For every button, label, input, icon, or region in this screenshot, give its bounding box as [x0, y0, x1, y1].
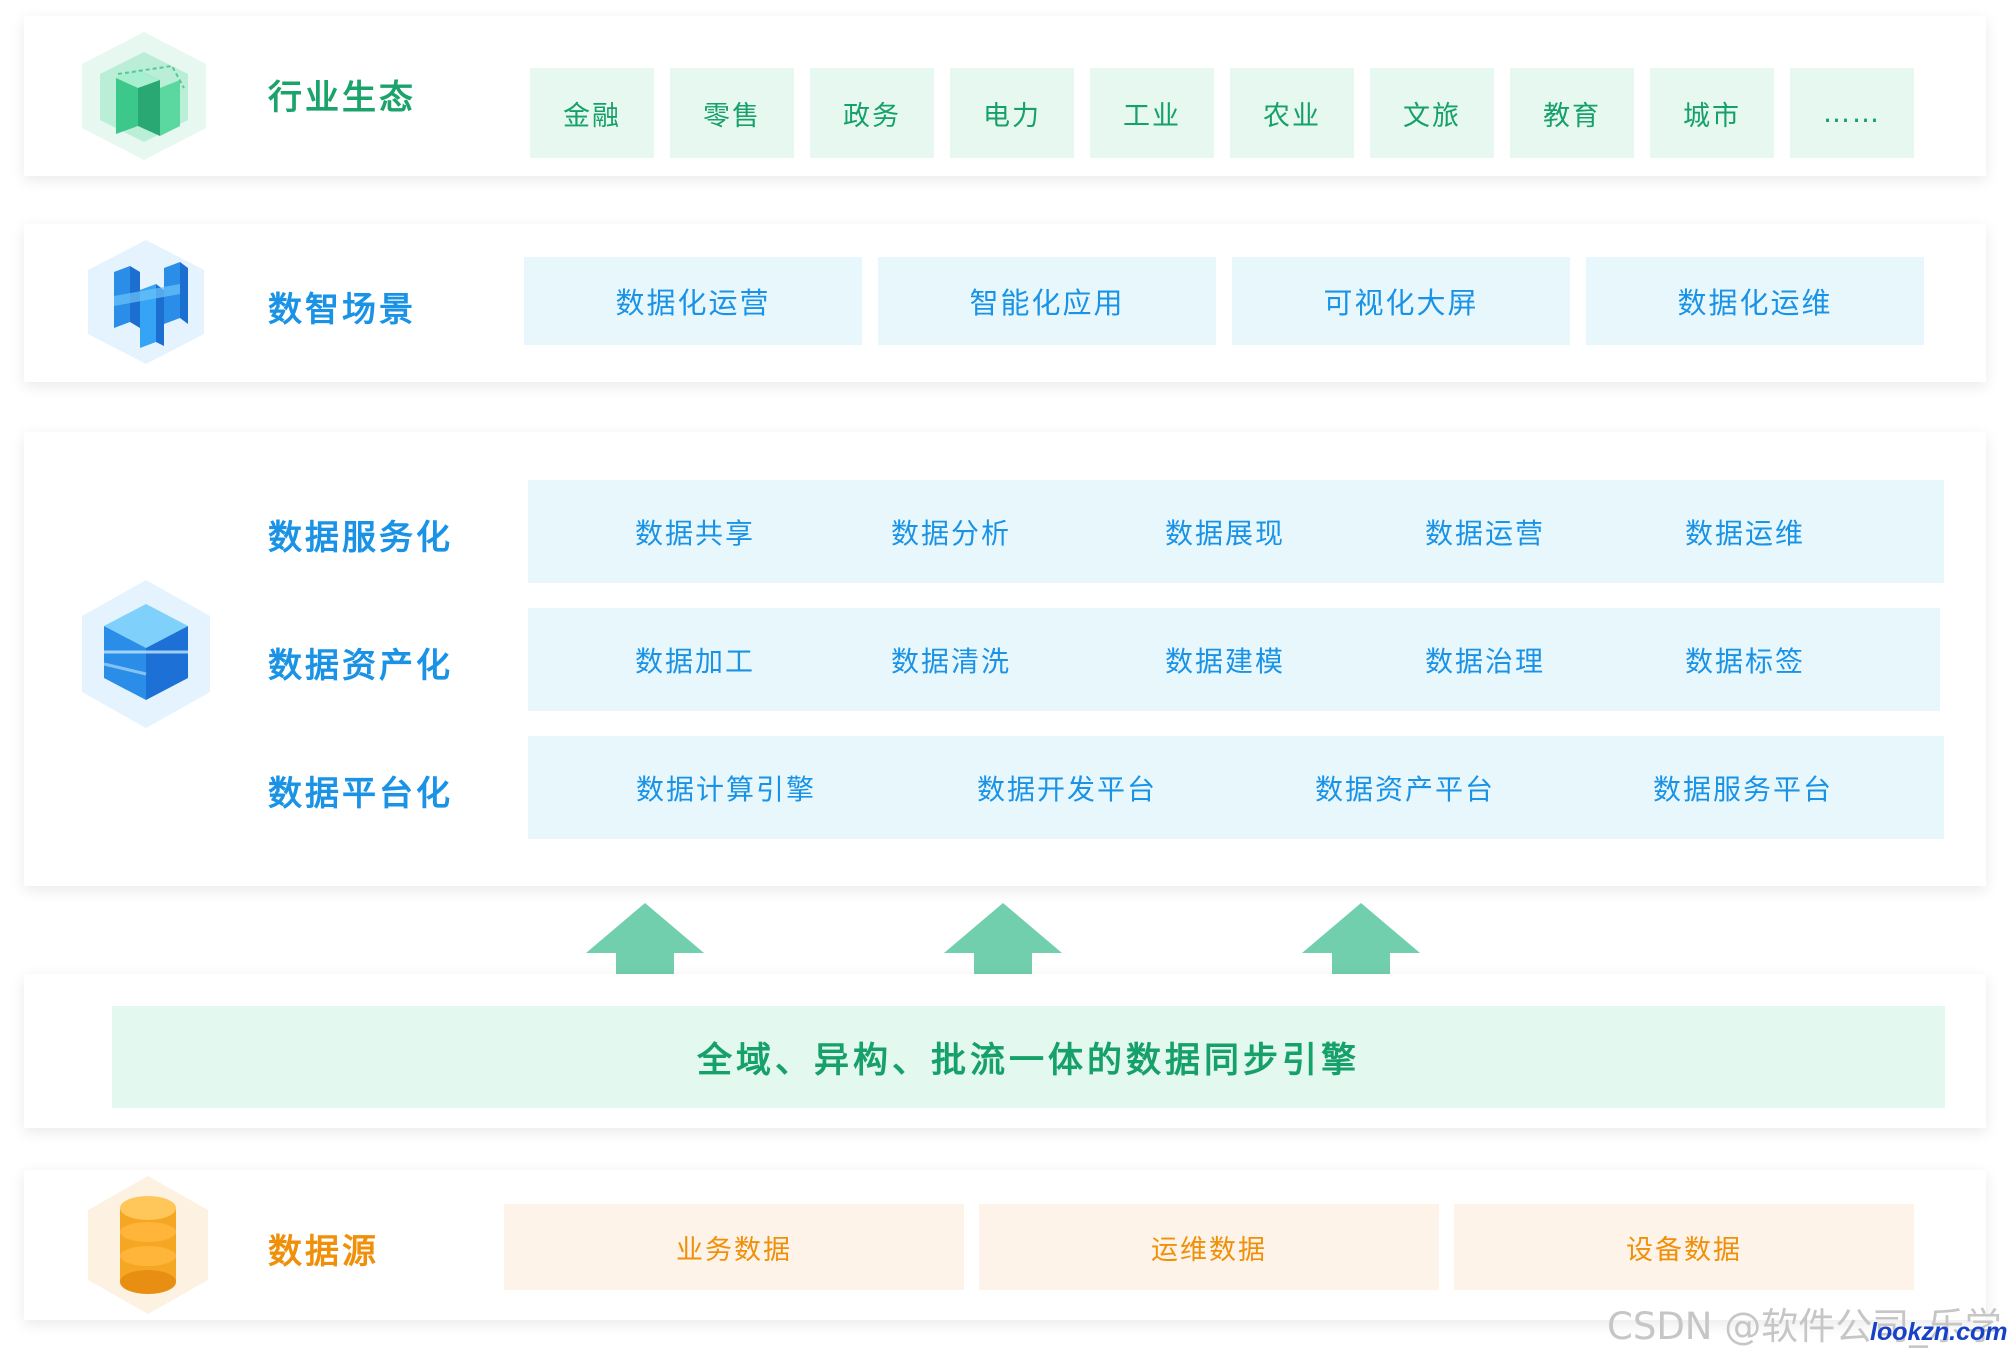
- platform-item: 数据计算引擎: [635, 772, 817, 806]
- csdn-watermark: CSDN @软件公司_乐学: [1607, 1305, 2002, 1348]
- service-item: 数据运营: [1424, 516, 1546, 550]
- up-arrow: [586, 903, 704, 1003]
- service-item: 数据展现: [1164, 516, 1286, 550]
- industry-item: 教育: [1510, 68, 1634, 158]
- industry-item: 农业: [1230, 68, 1354, 158]
- source-item: 业务数据: [504, 1204, 964, 1290]
- asset-item: 数据建模: [1164, 644, 1286, 678]
- site-logo: lookzn.com: [1870, 1318, 2008, 1346]
- service-title: 数据服务化: [268, 518, 453, 558]
- service-item: 数据运维: [1684, 516, 1806, 550]
- industry-item: 电力: [950, 68, 1074, 158]
- asset-band: 数据加工 数据清洗 数据建模 数据治理 数据标签: [528, 608, 1940, 711]
- industry-item: 城市: [1650, 68, 1774, 158]
- platform-title: 数据平台化: [268, 774, 453, 814]
- industry-item: 政务: [810, 68, 934, 158]
- asset-title: 数据资产化: [268, 646, 453, 686]
- scene-item: 可视化大屏: [1232, 257, 1570, 345]
- platform-band: 数据计算引擎 数据开发平台 数据资产平台 数据服务平台: [528, 736, 1944, 839]
- industry-item: 金融: [530, 68, 654, 158]
- scenes-card: 数智场景 数据化运营 智能化应用 可视化大屏 数据化运维: [24, 224, 1986, 382]
- industry-cube-icon: [82, 32, 206, 160]
- sources-title: 数据源: [268, 1232, 379, 1272]
- platform-item: 数据资产平台: [1314, 772, 1496, 806]
- asset-item: 数据清洗: [890, 644, 1012, 678]
- up-arrow: [944, 903, 1062, 1003]
- industry-card: 行业生态 金融 零售 政务 电力 工业 农业 文旅 教育 城市 ……: [24, 16, 1986, 176]
- service-band: 数据共享 数据分析 数据展现 数据运营 数据运维: [528, 480, 1944, 583]
- platform-item: 数据服务平台: [1652, 772, 1834, 806]
- source-item: 设备数据: [1454, 1204, 1914, 1290]
- sources-card: 数据源 业务数据 运维数据 设备数据: [24, 1170, 1986, 1320]
- scene-item: 智能化应用: [878, 257, 1216, 345]
- service-item: 数据共享: [634, 516, 756, 550]
- industry-item: ……: [1790, 68, 1914, 158]
- sync-engine-band: 全域、异构、批流一体的数据同步引擎: [112, 1006, 1945, 1108]
- platform-cube-icon: [82, 580, 210, 728]
- platform-card: 数据服务化 数据共享 数据分析 数据展现 数据运营 数据运维 数据资产化 数据加…: [24, 432, 1986, 886]
- sync-card: 全域、异构、批流一体的数据同步引擎: [24, 974, 1986, 1128]
- industry-item: 工业: [1090, 68, 1214, 158]
- asset-item: 数据治理: [1424, 644, 1546, 678]
- scene-item: 数据化运营: [524, 257, 862, 345]
- database-icon: [88, 1176, 208, 1314]
- asset-item: 数据加工: [634, 644, 756, 678]
- industry-item: 文旅: [1370, 68, 1494, 158]
- industry-item: 零售: [670, 68, 794, 158]
- asset-item: 数据标签: [1684, 644, 1806, 678]
- scenes-cube-icon: [88, 240, 204, 364]
- scene-item: 数据化运维: [1586, 257, 1924, 345]
- service-item: 数据分析: [890, 516, 1012, 550]
- platform-item: 数据开发平台: [976, 772, 1158, 806]
- source-item: 运维数据: [979, 1204, 1439, 1290]
- up-arrow: [1302, 903, 1420, 1003]
- industry-title: 行业生态: [268, 78, 416, 118]
- scenes-title: 数智场景: [268, 290, 416, 330]
